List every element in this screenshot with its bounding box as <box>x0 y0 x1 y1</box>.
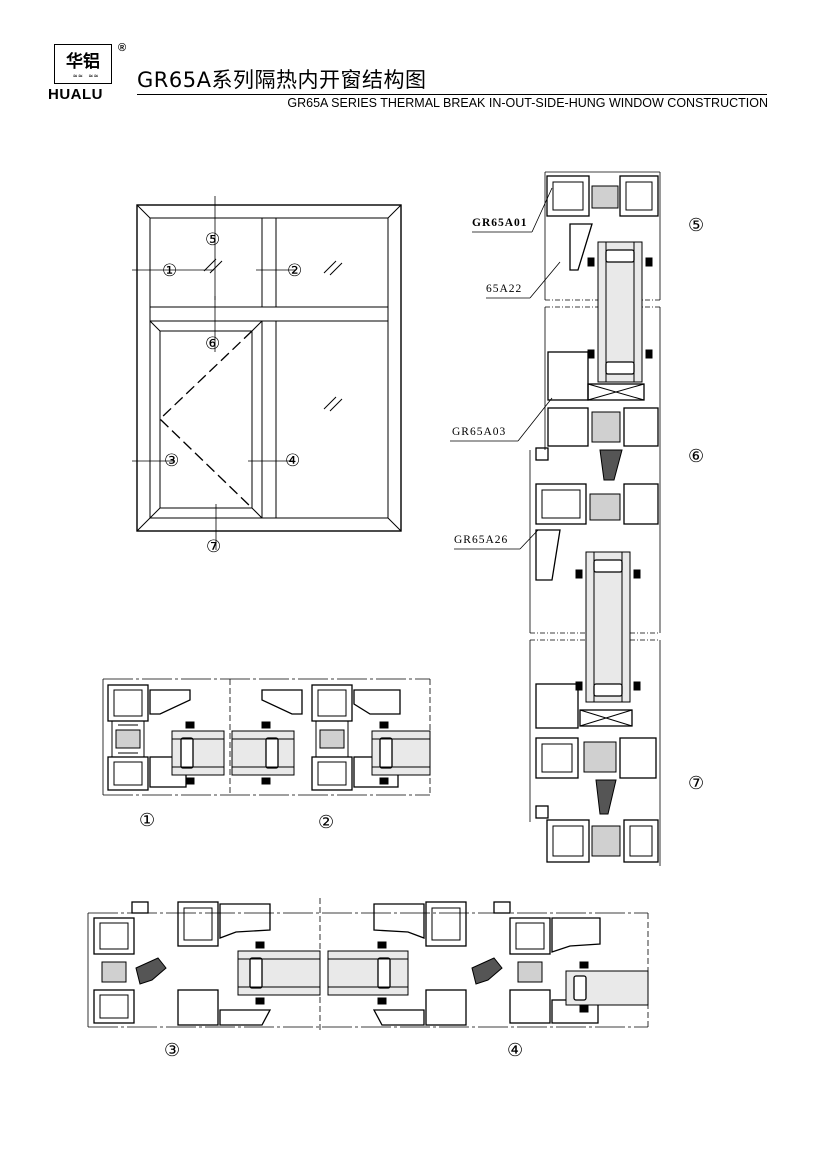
page-title-chinese: GR65A系列隔热内开窗结构图 <box>137 68 427 92</box>
vertical-section-drawing <box>529 171 661 866</box>
section-caption-2: ② <box>318 812 335 833</box>
section-caption-3: ③ <box>164 1040 181 1061</box>
glass-hatch-marks <box>203 258 343 412</box>
elevation-marker-3: ③ <box>164 451 180 471</box>
logo-english-text: HUALU <box>48 86 103 103</box>
profile-label-bead: 65A22 <box>486 283 523 295</box>
logo-wave-icon: ≈≈ ≈≈ <box>73 72 100 80</box>
logo-chinese-text: 华铝 <box>66 52 100 72</box>
section-caption-4: ④ <box>507 1040 524 1061</box>
label-leader-lines <box>450 187 561 550</box>
section-caption-1: ① <box>139 810 156 831</box>
logo-emblem: 华铝 ≈≈ ≈≈ <box>54 44 112 84</box>
registered-mark: ® <box>118 42 127 54</box>
window-elevation <box>132 196 402 550</box>
section-3-4-drawing <box>87 898 649 1030</box>
section-caption-6: ⑥ <box>688 446 705 467</box>
elevation-marker-1: ① <box>162 261 178 281</box>
elevation-marker-6: ⑥ <box>205 334 221 354</box>
section-caption-7: ⑦ <box>688 773 705 794</box>
section-1-2-drawing <box>102 678 431 796</box>
elevation-marker-7: ⑦ <box>206 537 222 557</box>
profile-label-sash: GR65A03 <box>452 426 507 438</box>
profile-label-frame: GR65A01 <box>472 217 528 229</box>
elevation-marker-5: ⑤ <box>205 230 221 250</box>
page-title-english: GR65A SERIES THERMAL BREAK IN-OUT-SIDE-H… <box>287 96 768 110</box>
section-caption-5: ⑤ <box>688 215 705 236</box>
company-logo: 华铝 ≈≈ ≈≈ HUALU <box>46 40 128 104</box>
elevation-marker-4: ④ <box>285 451 301 471</box>
elevation-marker-2: ② <box>287 261 303 281</box>
profile-label-mullion: GR65A26 <box>454 534 509 546</box>
title-underline <box>137 94 767 95</box>
